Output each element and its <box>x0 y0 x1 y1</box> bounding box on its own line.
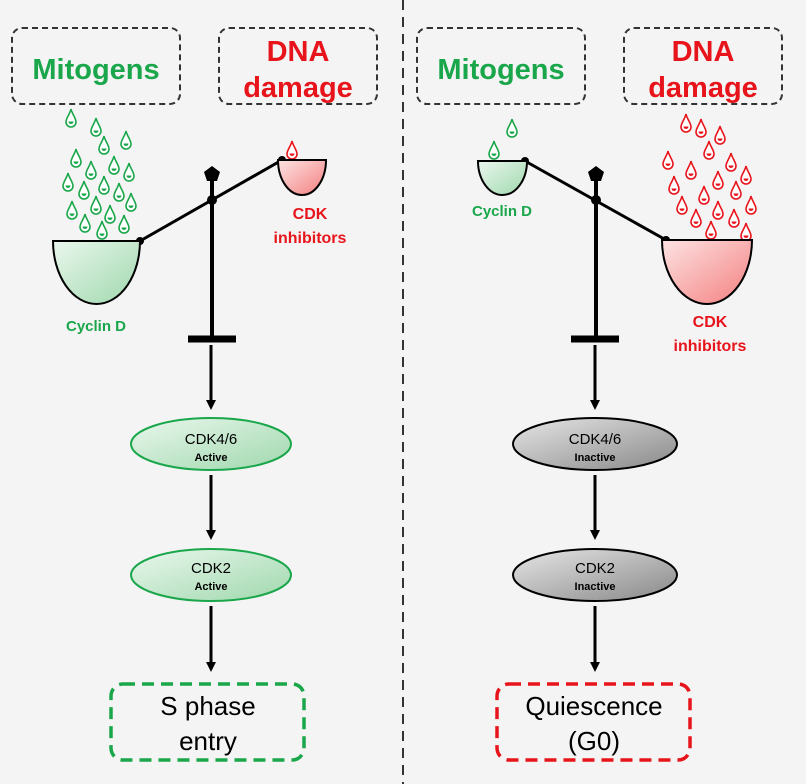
cdk-inhibitors-bowl <box>276 159 328 196</box>
cyclin-d-label: Cyclin D <box>472 203 532 220</box>
mitogens-label: Mitogens <box>437 54 564 86</box>
dna-damage-drop <box>286 140 298 160</box>
cdk-inhibitors-bowl <box>660 239 754 305</box>
dna-damage-label-line1: DNA <box>672 36 735 68</box>
dna-damage-label-line2: damage <box>243 72 353 104</box>
cyclin-d-bowl <box>476 160 529 196</box>
mitogens-label: Mitogens <box>32 54 159 86</box>
mitogens-box <box>416 27 586 105</box>
s-phase-line1: S phase <box>160 691 255 721</box>
cdk46-node <box>130 417 292 471</box>
cdk2-name: CDK2 <box>575 560 615 577</box>
s-phase-line2: entry <box>179 726 237 756</box>
dna-damage-label-line1: DNA <box>267 36 330 68</box>
cdk-inhibitors-label-line2: inhibitors <box>674 338 747 355</box>
mitogen-drops <box>488 118 518 160</box>
dna-damage-drops <box>662 113 757 242</box>
quiescence-box <box>495 682 692 762</box>
cdk2-node <box>512 548 678 602</box>
cdk2-name: CDK2 <box>191 560 231 577</box>
cyclin-d-bowl <box>51 240 142 305</box>
cdk46-state: Inactive <box>575 452 616 464</box>
cdk-inhibitors-label-line1: CDK <box>293 206 328 223</box>
balance-pivot-icon <box>204 166 220 181</box>
cdk46-name: CDK4/6 <box>185 431 238 448</box>
dna-damage-box <box>623 27 783 105</box>
cdk46-name: CDK4/6 <box>569 431 622 448</box>
mitogens-box <box>11 27 181 105</box>
cdk-inhibitors-label-line2: inhibitors <box>274 230 347 247</box>
dna-damage-label-line2: damage <box>648 72 758 104</box>
dna-damage-box <box>218 27 378 105</box>
s-phase-entry-box <box>109 682 306 762</box>
cdk-inhibitors-label-line1: CDK <box>693 314 728 331</box>
cdk2-node <box>130 548 292 602</box>
left-panel: Mitogens DNA damage <box>11 27 378 762</box>
right-panel: Mitogens DNA damage <box>416 27 783 762</box>
cdk46-node <box>512 417 678 471</box>
cdk46-state: Active <box>194 452 227 464</box>
cyclin-d-label: Cyclin D <box>66 318 126 335</box>
cdk2-state: Active <box>194 581 227 593</box>
quiescence-line2: (G0) <box>568 726 620 756</box>
balance-pivot-icon <box>588 166 604 181</box>
mitogen-drops <box>62 108 137 240</box>
cdk2-state: Inactive <box>575 581 616 593</box>
quiescence-line1: Quiescence <box>525 691 662 721</box>
